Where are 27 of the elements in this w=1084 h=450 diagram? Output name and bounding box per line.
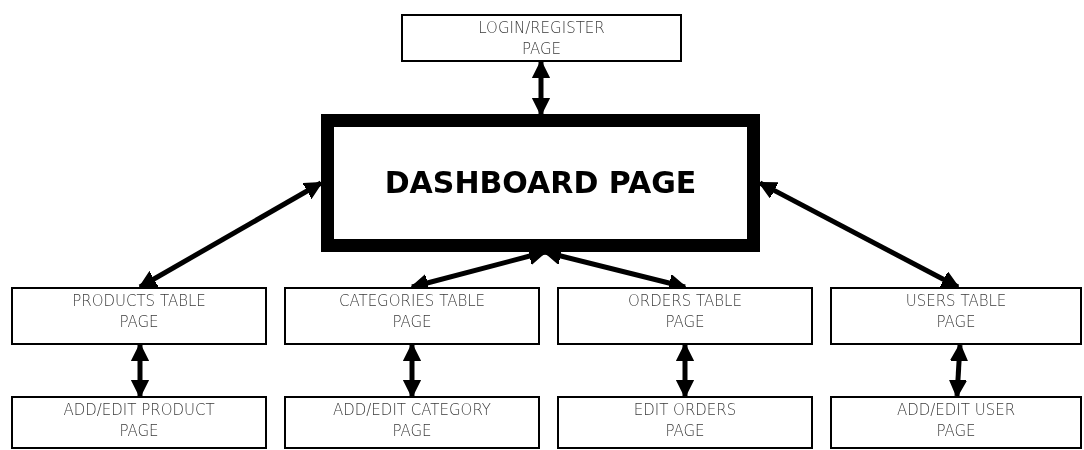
page-label: DASHBOARD PAGE xyxy=(384,165,697,201)
page-label: CATEGORIES TABLE PAGE xyxy=(337,291,487,333)
page-label: ADD/EDIT CATEGORY PAGE xyxy=(331,400,493,442)
page-box xyxy=(11,396,267,449)
page-box xyxy=(557,396,813,449)
page-box xyxy=(284,287,540,345)
double-arrow xyxy=(403,344,421,397)
double-arrow xyxy=(138,180,323,290)
page-label: LOGIN/REGISTER PAGE xyxy=(477,18,606,60)
double-arrow xyxy=(131,344,149,397)
page-label: PRODUCTS TABLE PAGE xyxy=(71,291,207,333)
double-arrow xyxy=(532,61,550,115)
page-label: EDIT ORDERS PAGE xyxy=(632,400,738,442)
page-box xyxy=(284,396,540,449)
page-label: ADD/EDIT USER PAGE xyxy=(895,400,1017,442)
page-label: USERS TABLE PAGE xyxy=(904,291,1008,333)
double-arrow xyxy=(758,180,960,290)
main-page-box xyxy=(321,114,760,252)
double-arrow xyxy=(948,344,969,397)
page-box xyxy=(830,396,1082,449)
page-box xyxy=(11,287,267,345)
double-arrow xyxy=(676,344,694,397)
page-box xyxy=(557,287,813,345)
page-label: ADD/EDIT PRODUCT PAGE xyxy=(62,400,216,442)
page-box xyxy=(401,14,682,62)
page-box xyxy=(830,287,1082,345)
page-label: ORDERS TABLE PAGE xyxy=(627,291,743,333)
